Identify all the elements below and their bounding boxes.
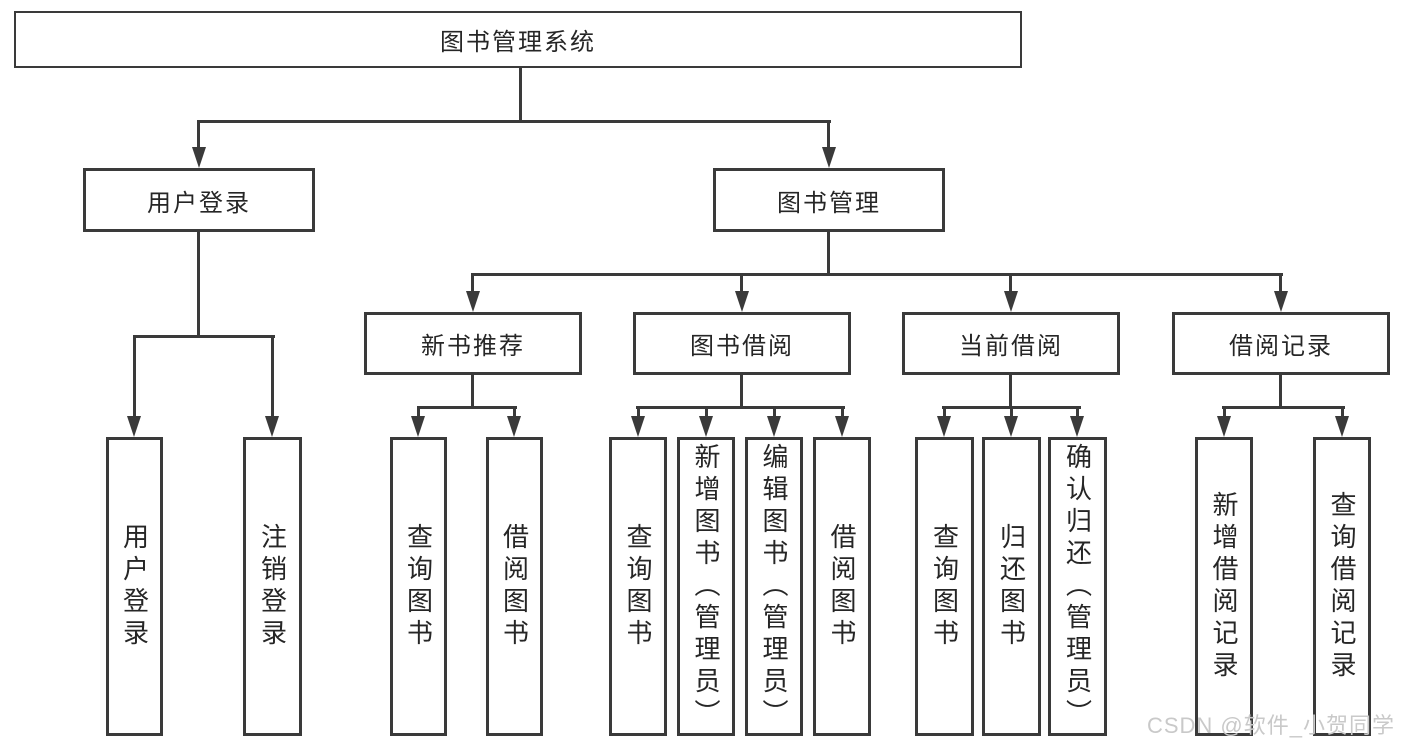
arrowhead-login-leaf1 <box>127 416 141 437</box>
node-user-login: 用户登录 <box>83 168 315 232</box>
arrowhead-nbr-leaf1 <box>411 416 425 437</box>
leaf-bb-edit-book-admin-label: 编辑图书（管理员） <box>759 442 789 731</box>
connector-root-stub <box>519 66 522 120</box>
connector-user-login-rail <box>133 335 275 338</box>
connector-new-book-shaft <box>471 273 474 293</box>
leaf-br-query-record: 查询借阅记录 <box>1313 437 1371 736</box>
leaf-user-login: 用户登录 <box>106 437 163 736</box>
leaf-bb-add-book-admin: 新增图书（管理员） <box>677 437 735 736</box>
arrowhead-borrowing-records <box>1274 291 1288 312</box>
leaf-logout: 注销登录 <box>243 437 302 736</box>
connector-user-login-shaft <box>197 120 200 149</box>
connector-cb-stub <box>1009 373 1012 409</box>
leaf-cb-return-books: 归还图书 <box>982 437 1041 736</box>
connector-nbr-leaf2-shaft <box>513 406 516 418</box>
connector-bb-rail <box>636 406 845 409</box>
connector-user-login-stub <box>197 230 200 337</box>
csdn-watermark: CSDN @软件_小贺同学 <box>1146 713 1395 738</box>
arrowhead-user-login <box>192 147 206 168</box>
leaf-bb-edit-book-admin: 编辑图书（管理员） <box>745 437 803 736</box>
connector-login-leaf1-shaft <box>133 335 136 418</box>
node-book-management: 图书管理 <box>713 168 945 232</box>
node-new-book-recommendation: 新书推荐 <box>364 312 582 375</box>
connector-level3-rail <box>472 273 1283 276</box>
leaf-br-add-record-label: 新增借阅记录 <box>1209 490 1239 683</box>
leaf-cb-confirm-return-admin: 确认归还（管理员） <box>1048 437 1107 736</box>
leaf-nbr-query-books-label: 查询图书 <box>403 522 434 651</box>
node-book-borrowing-label: 图书借阅 <box>690 333 794 360</box>
node-library-system-label: 图书管理系统 <box>440 29 596 56</box>
connector-nbr-stub <box>471 373 474 409</box>
connector-book-borrowing-shaft <box>740 273 743 293</box>
connector-nbr-leaf1-shaft <box>417 406 420 418</box>
leaf-cb-query-books-label: 查询图书 <box>929 522 960 651</box>
leaf-cb-query-books: 查询图书 <box>915 437 974 736</box>
arrowhead-cb-leaf1 <box>937 416 951 437</box>
connector-cb-leaf1-shaft <box>943 406 946 418</box>
arrowhead-new-book <box>466 291 480 312</box>
node-borrowing-records: 借阅记录 <box>1172 312 1390 375</box>
arrowhead-bb-leaf2 <box>699 416 713 437</box>
node-book-borrowing: 图书借阅 <box>633 312 851 375</box>
connector-cb-leaf3-shaft <box>1076 406 1079 418</box>
leaf-br-add-record: 新增借阅记录 <box>1195 437 1253 736</box>
leaf-nbr-query-books: 查询图书 <box>390 437 447 736</box>
node-current-borrowing-label: 当前借阅 <box>959 333 1063 360</box>
node-user-login-label: 用户登录 <box>147 189 251 217</box>
connector-br-leaf1-shaft <box>1223 406 1226 418</box>
connector-borrowing-records-shaft <box>1279 273 1282 293</box>
leaf-logout-label: 注销登录 <box>257 522 288 651</box>
connector-bb-leaf4-shaft <box>841 406 844 418</box>
leaf-bb-query-books-label: 查询图书 <box>623 522 653 651</box>
arrowhead-nbr-leaf2 <box>507 416 521 437</box>
connector-br-rail <box>1222 406 1345 409</box>
arrowhead-login-leaf2 <box>265 416 279 437</box>
leaf-cb-confirm-return-admin-label: 确认归还（管理员） <box>1062 442 1093 731</box>
arrowhead-book-borrowing <box>735 291 749 312</box>
node-new-book-recommendation-label: 新书推荐 <box>421 333 525 360</box>
arrowhead-cb-leaf2 <box>1004 416 1018 437</box>
leaf-bb-borrow-books-label: 借阅图书 <box>827 522 857 651</box>
arrowhead-bb-leaf1 <box>631 416 645 437</box>
connector-br-stub <box>1279 373 1282 409</box>
node-book-management-label: 图书管理 <box>777 189 881 217</box>
arrowhead-current-borrowing <box>1004 291 1018 312</box>
connector-cb-leaf2-shaft <box>1010 406 1013 418</box>
leaf-bb-query-books: 查询图书 <box>609 437 667 736</box>
leaf-bb-borrow-books: 借阅图书 <box>813 437 871 736</box>
node-borrowing-records-label: 借阅记录 <box>1229 333 1333 360</box>
connector-br-leaf2-shaft <box>1341 406 1344 418</box>
arrowhead-br-leaf2 <box>1335 416 1349 437</box>
connector-bb-leaf1-shaft <box>637 406 640 418</box>
connector-book-management-shaft <box>827 120 830 149</box>
leaf-user-login-label: 用户登录 <box>119 522 150 651</box>
arrowhead-cb-leaf3 <box>1070 416 1084 437</box>
connector-bb-leaf3-shaft <box>773 406 776 418</box>
leaf-cb-return-books-label: 归还图书 <box>996 522 1027 651</box>
node-current-borrowing: 当前借阅 <box>902 312 1120 375</box>
arrowhead-bb-leaf3 <box>767 416 781 437</box>
arrowhead-bb-leaf4 <box>835 416 849 437</box>
leaf-nbr-borrow-books-label: 借阅图书 <box>499 522 530 651</box>
connector-nbr-rail <box>417 406 517 409</box>
connector-book-management-stub <box>827 230 830 275</box>
arrowhead-book-management <box>822 147 836 168</box>
connector-login-leaf2-shaft <box>271 335 274 418</box>
connector-level2-rail <box>198 120 831 123</box>
connector-bb-stub <box>740 373 743 409</box>
leaf-bb-add-book-admin-label: 新增图书（管理员） <box>691 442 721 731</box>
node-library-system: 图书管理系统 <box>14 11 1022 68</box>
connector-current-borrowing-shaft <box>1009 273 1012 293</box>
leaf-nbr-borrow-books: 借阅图书 <box>486 437 543 736</box>
arrowhead-br-leaf1 <box>1217 416 1231 437</box>
leaf-br-query-record-label: 查询借阅记录 <box>1327 490 1357 683</box>
connector-bb-leaf2-shaft <box>705 406 708 418</box>
